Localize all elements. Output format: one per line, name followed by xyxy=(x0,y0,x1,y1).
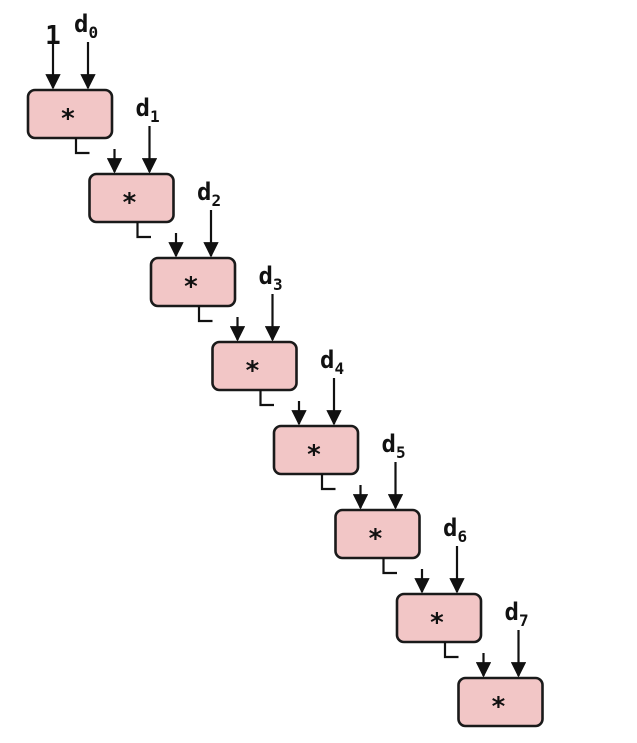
input-label-subscript: 5 xyxy=(396,443,406,462)
input-label-subscript: 6 xyxy=(457,527,467,546)
input-label-base: d xyxy=(382,430,396,458)
input-label-d7: d7 xyxy=(505,598,529,630)
multiply-operator-7: * xyxy=(491,692,507,722)
input-label-base: d xyxy=(74,10,88,38)
input-label-subscript: 1 xyxy=(150,107,160,126)
input-label-d6: d6 xyxy=(443,514,467,546)
multiply-operator-4: * xyxy=(306,440,322,470)
input-label-subscript: 4 xyxy=(334,359,344,378)
chain-connector-5 xyxy=(320,474,336,491)
chain-connector-4 xyxy=(259,390,274,407)
multiply-operator-0: * xyxy=(60,104,76,134)
input-label-d3: d3 xyxy=(259,262,283,294)
multiply-node-3 xyxy=(211,340,298,392)
chain-connector-6 xyxy=(382,558,397,575)
input-label-d0: d0 xyxy=(74,10,98,42)
multiply-node-0 xyxy=(26,88,114,140)
input-label-subscript: 7 xyxy=(519,611,529,630)
input-label-subscript: 0 xyxy=(88,23,98,42)
multiply-node-7 xyxy=(457,676,544,728)
chain-connector-7 xyxy=(443,642,459,659)
input-label-base: d xyxy=(259,262,273,290)
multiply-node-5 xyxy=(334,508,421,560)
input-label-base: d xyxy=(320,346,334,374)
multiply-node-2 xyxy=(149,256,237,308)
input-label-d1: d1 xyxy=(136,94,160,126)
input-label-base: d xyxy=(443,514,457,542)
multiply-operator-2: * xyxy=(183,272,199,302)
chain-connector-1 xyxy=(74,138,90,155)
chain-connector-3 xyxy=(197,306,213,323)
multiply-operator-5: * xyxy=(368,524,384,554)
input-label-d4: d4 xyxy=(320,346,344,378)
multiply-node-1 xyxy=(88,172,175,224)
input-label-d2: d2 xyxy=(197,178,221,210)
initial-input-label: 1 xyxy=(45,21,61,51)
input-label-d5: d5 xyxy=(382,430,406,462)
multiply-operator-3: * xyxy=(245,356,261,386)
multiply-node-4 xyxy=(272,424,360,476)
chain-connector-2 xyxy=(136,222,151,239)
multiply-operator-6: * xyxy=(429,608,445,638)
input-label-base: d xyxy=(505,598,519,626)
input-label-subscript: 2 xyxy=(211,191,221,210)
input-label-base: d xyxy=(136,94,150,122)
multiply-operator-1: * xyxy=(122,188,138,218)
multiply-node-6 xyxy=(395,592,483,644)
input-label-subscript: 3 xyxy=(273,275,283,294)
input-label-base: d xyxy=(197,178,211,206)
